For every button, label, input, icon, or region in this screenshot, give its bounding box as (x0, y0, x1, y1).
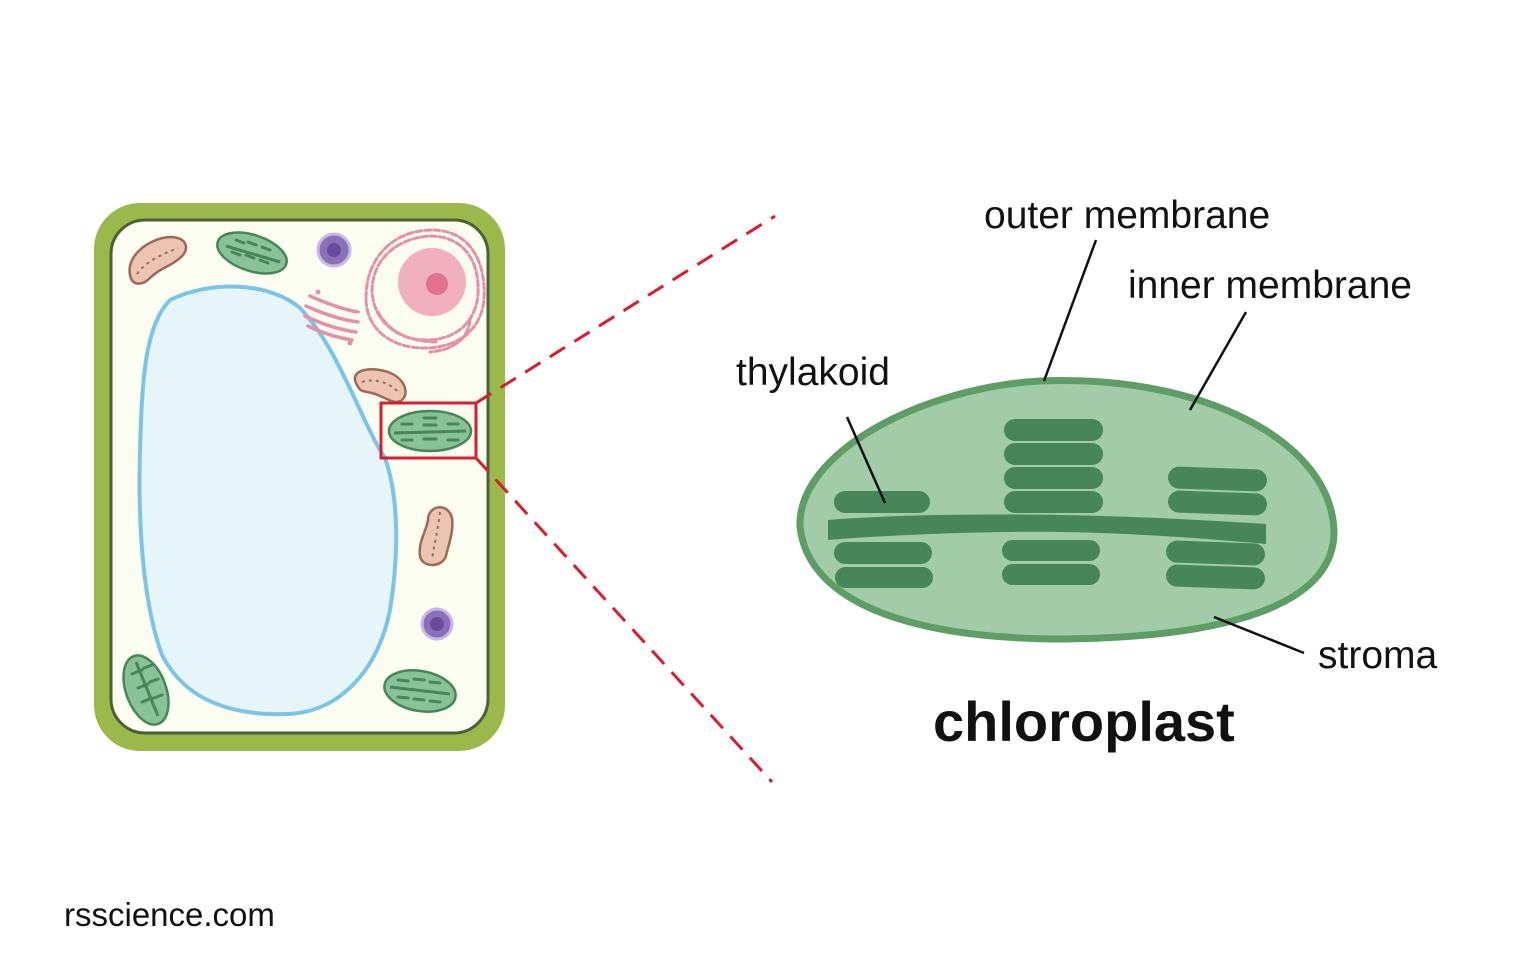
label-stroma: stroma (1318, 634, 1438, 677)
mitochondrion-right (418, 506, 454, 567)
leader-outer-membrane (1042, 239, 1098, 382)
leader-thylakoid (845, 416, 887, 504)
thylakoid-disc (1166, 564, 1265, 590)
mitochondrion-middle (353, 368, 407, 404)
credit-text: rsscience.com (64, 896, 275, 933)
chloroplast-enlarged (796, 376, 1338, 643)
vesicle-bottom (420, 607, 454, 641)
thylakoid-disc (834, 491, 930, 513)
thylakoid-disc (1002, 540, 1100, 561)
thylakoid-disc (1168, 490, 1267, 516)
stroma-lamella (828, 514, 1266, 544)
vesicle-top (316, 232, 352, 268)
leader-stroma (1213, 615, 1305, 655)
cell-chloroplast-top (216, 231, 288, 275)
zoom-line-bottom (474, 456, 774, 784)
zoom-line-top (475, 214, 776, 405)
thylakoid-disc (1166, 540, 1265, 566)
thylakoid-disc (1004, 491, 1103, 513)
leader-inner-membrane (1188, 311, 1248, 411)
thylakoid-disc (834, 542, 932, 564)
zoom-lines (474, 214, 776, 784)
mitochondrion-top-left (128, 235, 188, 285)
nucleus (398, 248, 466, 316)
thylakoid-disc (1004, 419, 1103, 441)
cell-chloroplast-highlighted (387, 409, 473, 453)
leader-lines (845, 239, 1305, 655)
zoom-highlight-box (379, 401, 478, 460)
diagram-title: chloroplast (933, 690, 1235, 753)
thylakoid-disc (1002, 564, 1100, 585)
label-inner-membrane: inner membrane (1128, 264, 1412, 307)
thylakoid-disc (835, 567, 933, 588)
thylakoid-disc (1004, 443, 1103, 465)
thylakoid-system (828, 419, 1267, 590)
label-thylakoid: thylakoid (736, 351, 890, 394)
thylakoid-disc (1168, 466, 1267, 492)
label-outer-membrane: outer membrane (984, 194, 1270, 237)
golgi-apparatus (303, 289, 360, 346)
endoplasmic-reticulum (364, 228, 486, 354)
cell-chloroplast-bottom-right (383, 669, 457, 713)
nucleolus (426, 273, 448, 295)
thylakoid-disc (1004, 467, 1103, 489)
cell-chloroplast-bottom-left (122, 654, 170, 726)
plant-cell (94, 203, 505, 751)
